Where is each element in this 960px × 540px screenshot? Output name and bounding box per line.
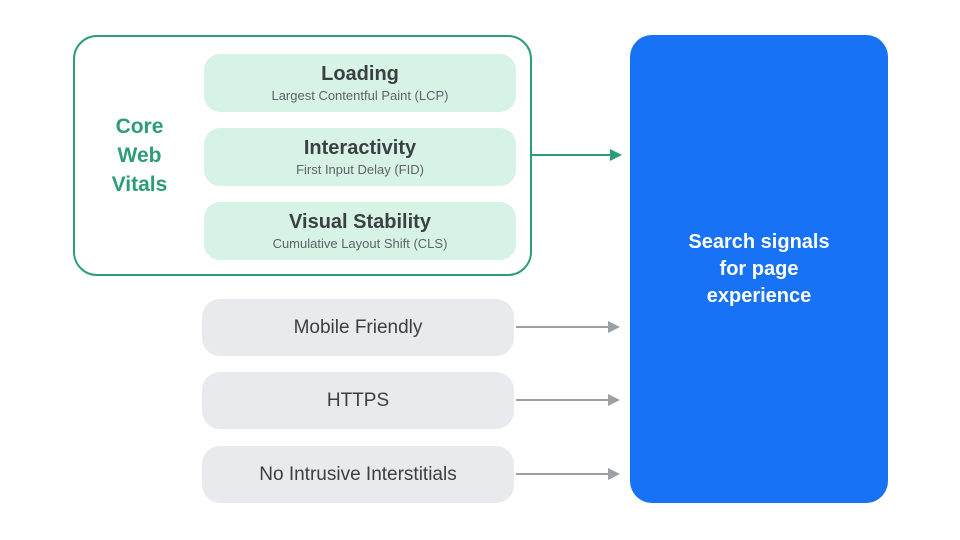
- signal-box-mobile-friendly: Mobile Friendly: [202, 299, 514, 356]
- search-signals-result-box: Search signals for page experience: [630, 35, 888, 503]
- vital-subtitle: First Input Delay (FID): [296, 162, 424, 177]
- signal-label: Mobile Friendly: [293, 316, 423, 338]
- arrow-shaft: [516, 326, 610, 328]
- arrow-https: [516, 393, 620, 407]
- arrow-head-icon: [608, 321, 620, 333]
- arrow-no-intrusive-interstitials: [516, 467, 620, 481]
- vital-box-interactivity: Interactivity First Input Delay (FID): [204, 128, 516, 186]
- vital-subtitle: Cumulative Layout Shift (CLS): [272, 236, 448, 251]
- core-web-vitals-label: Core Web Vitals: [75, 37, 204, 274]
- arrow-head-icon: [610, 149, 622, 161]
- signal-label: HTTPS: [326, 389, 390, 411]
- result-line: experience: [706, 284, 812, 307]
- arrow-head-icon: [608, 468, 620, 480]
- vital-title: Loading: [321, 63, 399, 85]
- vital-subtitle: Largest Contentful Paint (LCP): [271, 88, 449, 103]
- arrow-head-icon: [608, 394, 620, 406]
- signal-box-https: HTTPS: [202, 372, 514, 429]
- core-web-vitals-label-line: Vitals: [111, 173, 168, 196]
- vital-title: Visual Stability: [289, 211, 431, 233]
- core-web-vitals-label-line: Core: [115, 115, 164, 138]
- result-line: Search signals: [688, 230, 830, 253]
- vital-box-loading: Loading Largest Contentful Paint (LCP): [204, 54, 516, 112]
- core-web-vitals-group: Core Web Vitals Loading Largest Contentf…: [73, 35, 532, 276]
- signal-box-no-intrusive-interstitials: No Intrusive Interstitials: [202, 446, 514, 503]
- arrow-shaft: [516, 473, 610, 475]
- arrow-shaft: [531, 154, 612, 156]
- vital-box-visual-stability: Visual Stability Cumulative Layout Shift…: [204, 202, 516, 260]
- arrow-core-web-vitals: [531, 148, 622, 162]
- arrow-mobile-friendly: [516, 320, 620, 334]
- core-web-vitals-label-line: Web: [117, 144, 162, 167]
- arrow-shaft: [516, 399, 610, 401]
- signal-label: No Intrusive Interstitials: [259, 463, 457, 485]
- vital-title: Interactivity: [303, 137, 417, 159]
- result-line: for page: [719, 257, 799, 280]
